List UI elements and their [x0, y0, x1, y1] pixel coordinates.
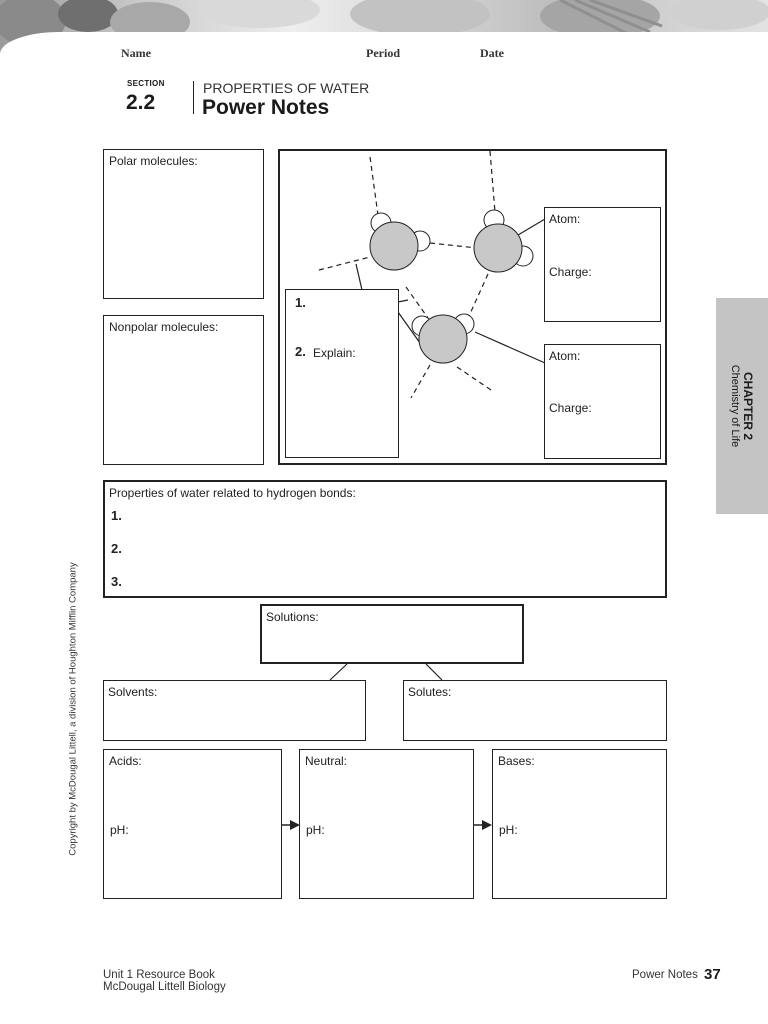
acids-ph-label: pH:	[110, 823, 129, 837]
acids-label: Acids:	[109, 754, 142, 768]
date-label: Date	[480, 46, 504, 60]
page-number: 37	[704, 966, 721, 983]
nonpolar-molecules-box[interactable]: Nonpolar molecules:	[103, 315, 264, 465]
nonpolar-molecules-label: Nonpolar molecules:	[109, 320, 219, 334]
solutes-box[interactable]: Solutes:	[403, 680, 667, 741]
footer-publisher: McDougal Littell Biology	[103, 981, 226, 993]
footer-book: Unit 1 Resource Book	[103, 969, 215, 981]
properties-box[interactable]: Properties of water related to hydrogen …	[103, 480, 667, 598]
answer-box-numbered[interactable]: 1. 2. Explain:	[285, 289, 399, 458]
polar-molecules-box[interactable]: Polar molecules:	[103, 149, 264, 299]
chapter-side-tab	[716, 298, 768, 514]
item-1-number: 1.	[295, 295, 306, 310]
section-divider	[193, 81, 194, 114]
bases-ph-label: pH:	[499, 823, 518, 837]
atom-label: Atom:	[549, 349, 581, 363]
banner-fade	[0, 32, 768, 58]
copyright-notice: Copyright by McDougal Littell, a divisio…	[67, 562, 79, 856]
solutions-box[interactable]: Solutions:	[260, 604, 524, 664]
arrow-right-icon	[474, 820, 492, 830]
section-word: SECTION	[127, 79, 165, 88]
bases-label: Bases:	[498, 754, 535, 768]
item-2-number: 2.	[295, 344, 306, 359]
pointer-lines	[355, 218, 546, 364]
header-banner-photo	[0, 0, 768, 58]
properties-label: Properties of water related to hydrogen …	[109, 486, 356, 500]
solutions-label: Solutions:	[266, 610, 319, 624]
water-molecule-icon	[473, 209, 534, 273]
water-molecule-icon	[369, 212, 431, 271]
neutral-label: Neutral:	[305, 754, 348, 768]
charge-label: Charge:	[549, 401, 592, 415]
solvents-label: Solvents:	[108, 685, 158, 699]
footer-section-name: Power Notes	[632, 969, 698, 981]
section-topic: PROPERTIES OF WATER	[203, 80, 370, 96]
atom-charge-box-1[interactable]: Atom: Charge:	[544, 207, 661, 322]
water-molecule-icon	[411, 313, 475, 364]
arrow-right-icon	[282, 820, 300, 830]
page-title: Power Notes	[202, 96, 330, 119]
bases-box[interactable]: Bases: pH:	[492, 749, 667, 899]
period-label: Period	[366, 46, 400, 60]
chapter-number: CHAPTER 2	[741, 371, 755, 440]
chapter-tab-text: CHAPTER 2 Chemistry of Life	[729, 365, 755, 448]
solvents-box[interactable]: Solvents:	[103, 680, 366, 741]
atom-charge-box-2[interactable]: Atom: Charge:	[544, 344, 661, 459]
explain-label: Explain:	[313, 346, 356, 360]
acids-box[interactable]: Acids: pH:	[103, 749, 282, 899]
property-item-2: 2.	[111, 541, 122, 556]
neutral-box[interactable]: Neutral: pH:	[299, 749, 474, 899]
solutes-label: Solutes:	[408, 685, 452, 699]
hydrogen-bond-lines	[318, 150, 496, 399]
name-label: Name	[121, 46, 151, 60]
atom-label: Atom:	[549, 212, 581, 226]
property-item-3: 3.	[111, 574, 122, 589]
section-number: 2.2	[126, 91, 156, 114]
polar-molecules-label: Polar molecules:	[109, 154, 198, 168]
property-item-1: 1.	[111, 508, 122, 523]
neutral-ph-label: pH:	[306, 823, 325, 837]
chapter-title: Chemistry of Life	[729, 364, 741, 448]
charge-label: Charge:	[549, 265, 592, 279]
